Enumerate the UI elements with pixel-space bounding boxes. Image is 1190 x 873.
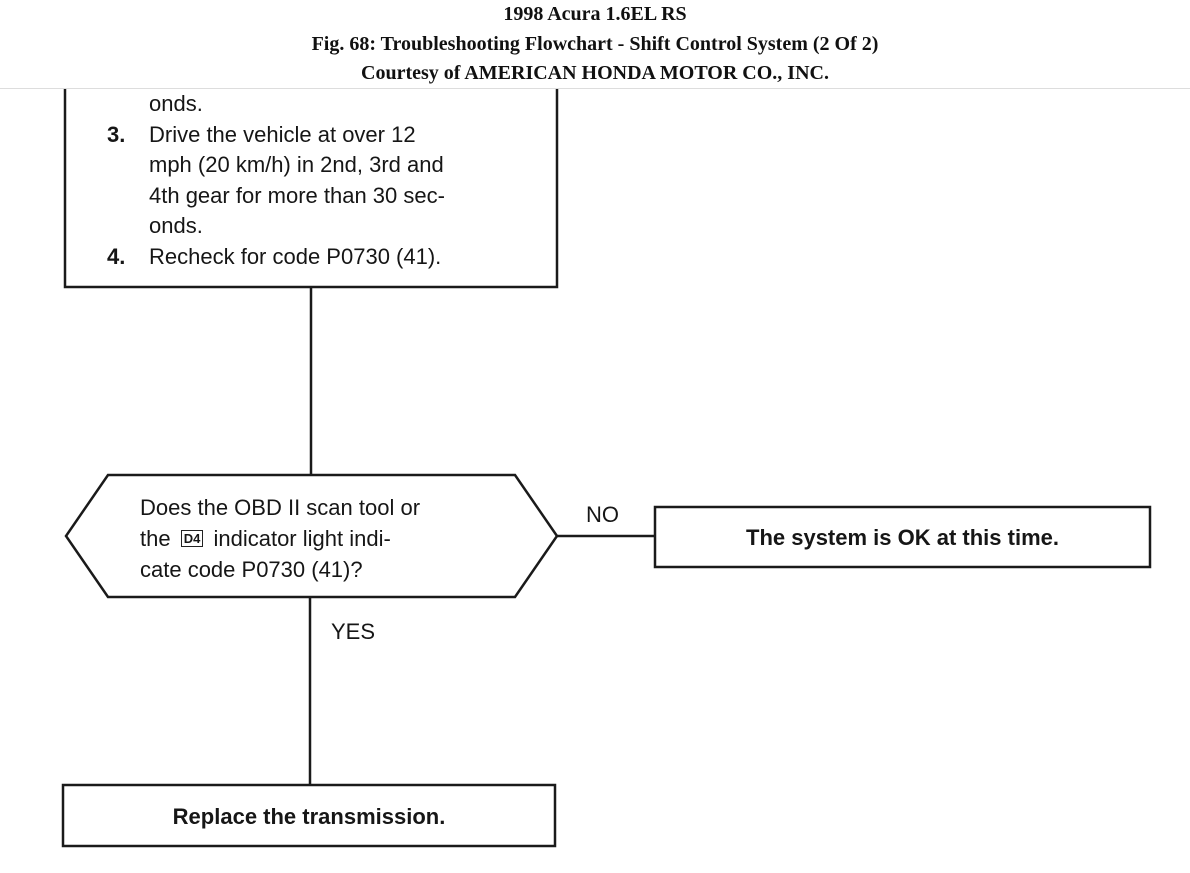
document-header: 1998 Acura 1.6EL RS Fig. 68: Troubleshoo… — [0, 0, 1190, 89]
vehicle-title: 1998 Acura 1.6EL RS — [503, 3, 687, 25]
decision-line-2-post: indicator light indi- — [213, 526, 391, 551]
step-3-line: mph (20 km/h) in 2nd, 3rd and — [149, 152, 444, 177]
continued-text: onds. — [149, 91, 203, 116]
step-3-line: Drive the vehicle at over 12 — [149, 121, 416, 147]
yes-label: YES — [331, 619, 376, 644]
replace-result-text: Replace the transmission. — [172, 804, 446, 829]
step-3: 3. Drive the vehicle at over 12 mph (20 … — [107, 120, 547, 242]
decision-line-3: cate code P0730 (41)? — [140, 557, 363, 582]
procedure-box-text: onds. 3. Drive the vehicle at over 12 mp… — [107, 89, 547, 272]
step-4-number: 4. — [107, 243, 126, 269]
decision-line-1: Does the OBD II scan tool or — [140, 495, 421, 520]
step-4: 4. Recheck for code P0730 (41). — [107, 242, 547, 273]
figure-title: Fig. 68: Troubleshooting Flowchart - Shi… — [311, 32, 879, 55]
decision-line-2: the D4 indicator light indi- — [140, 523, 510, 554]
courtesy-line: Courtesy of AMERICAN HONDA MOTOR CO., IN… — [361, 62, 829, 84]
ok-box-outline — [653, 505, 1152, 569]
step-3-number: 3. — [107, 121, 126, 147]
replace-box-outline — [61, 783, 557, 848]
step-4-text: Recheck for code P0730 (41). — [149, 243, 442, 269]
decision-line-2-pre: the — [140, 526, 171, 551]
step-3-line: 4th gear for more than 30 sec- — [149, 182, 445, 208]
step-3-line: onds. — [149, 213, 203, 238]
decision-shape — [64, 473, 559, 599]
d4-indicator-icon: D4 — [180, 530, 204, 547]
ok-result-text: The system is OK at this time. — [746, 525, 1059, 550]
decision-question: Does the OBD II scan tool or the D4 indi… — [140, 492, 510, 585]
no-label: NO — [586, 502, 619, 527]
